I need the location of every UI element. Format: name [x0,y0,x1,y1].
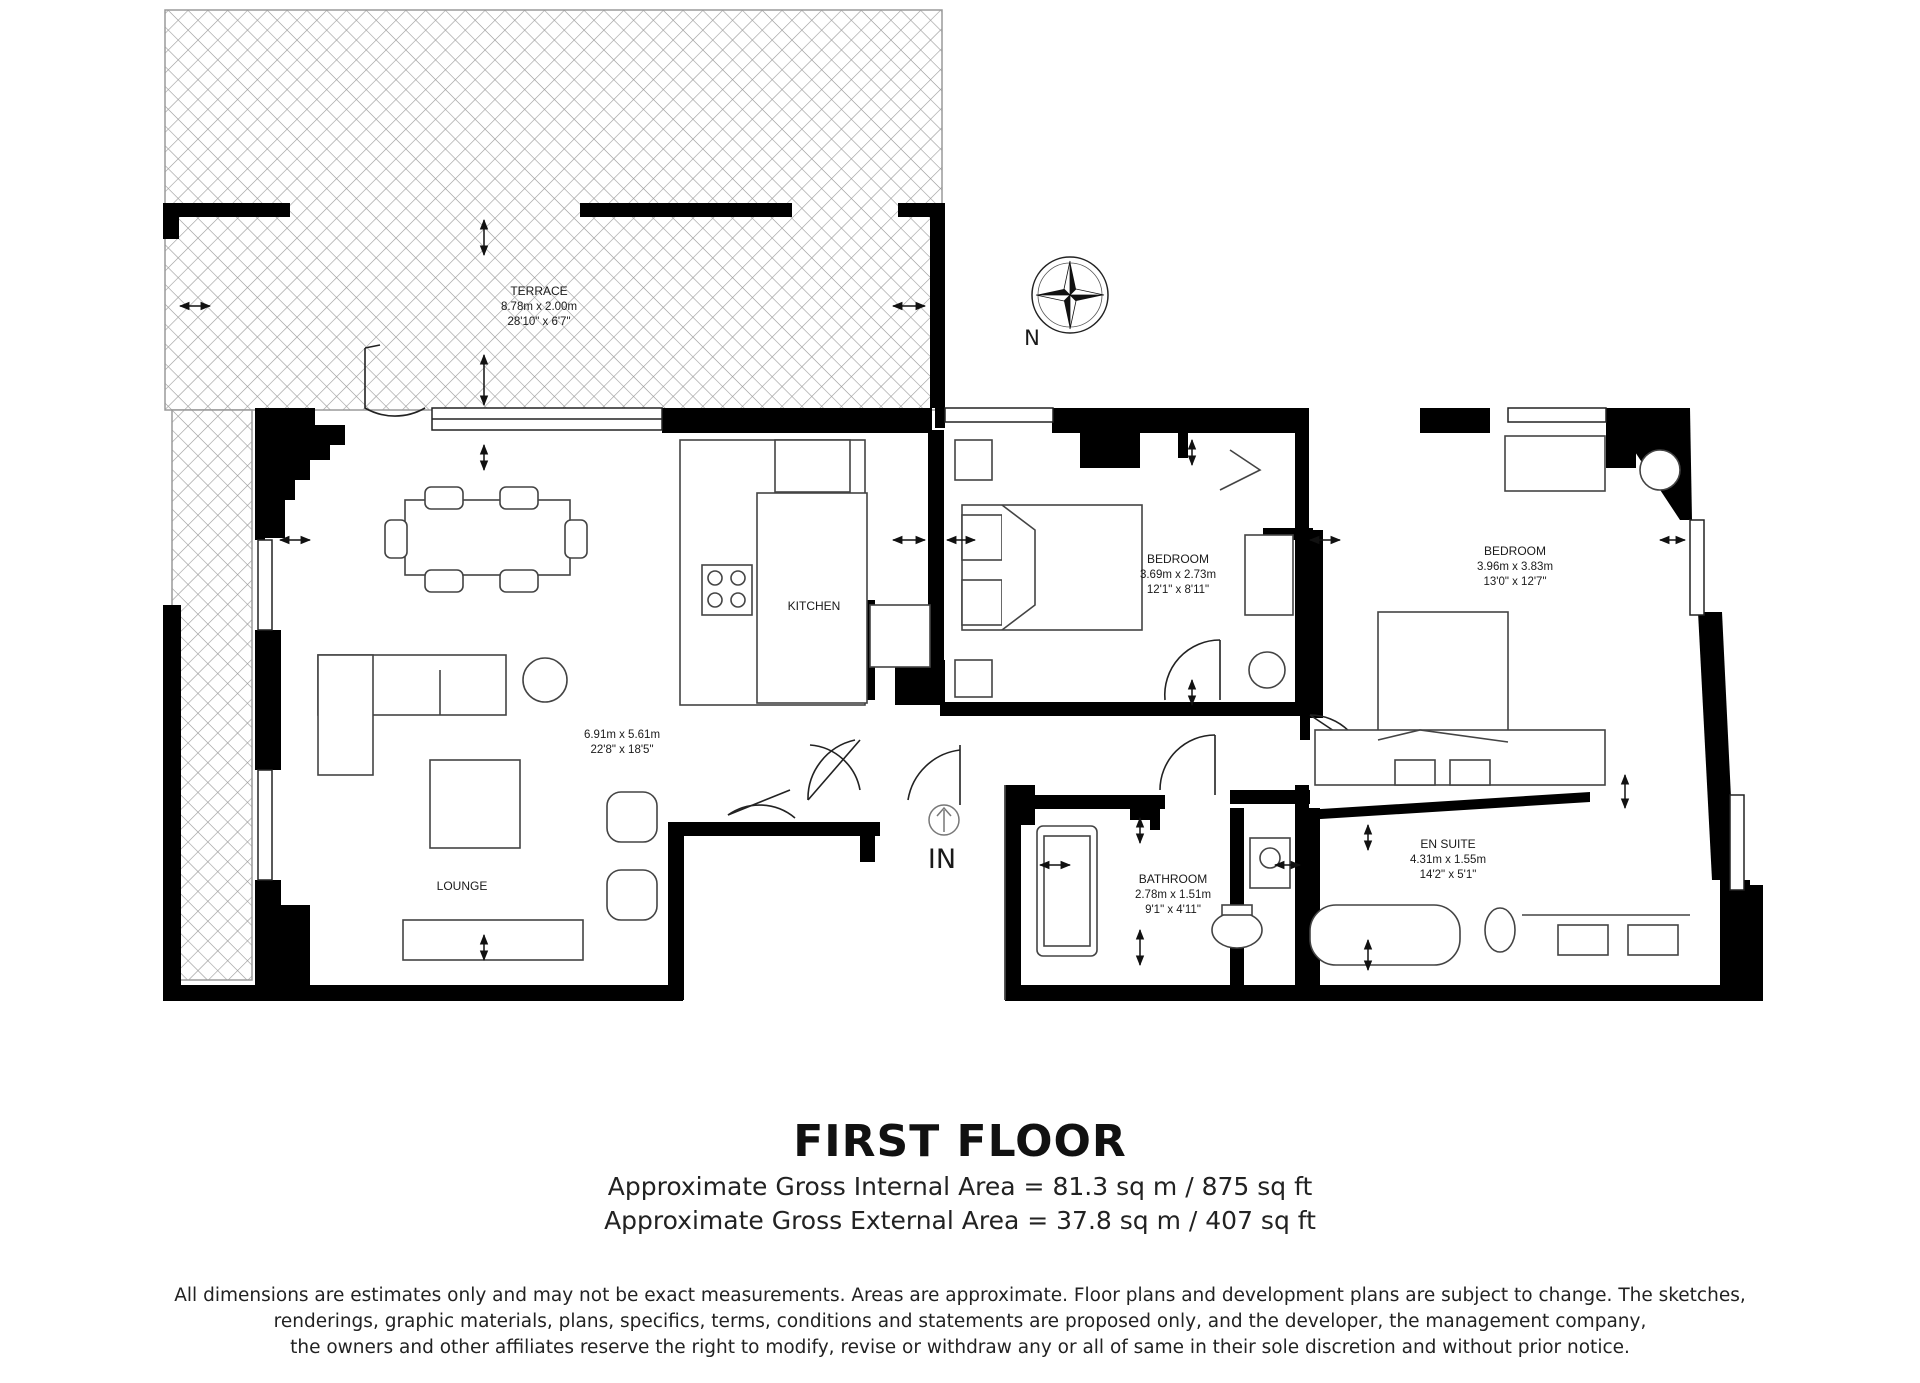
floor-title: FIRST FLOOR [793,1116,1127,1167]
walls [163,203,1763,1001]
compass-rose-icon [1031,256,1109,334]
lounge-metric: 6.91m x 5.61m [584,729,660,741]
bedroom-1-metric: 3.69m x 2.73m [1140,569,1216,581]
compass-north-label: N [1024,326,1040,350]
lounge-label: LOUNGE [437,879,488,893]
terrace-metric: 8.78m x 2.00m [501,301,577,313]
bedroom-1-label: BEDROOM [1147,552,1209,566]
bedroom-2-imperial: 13'0" x 12'7" [1483,576,1546,588]
bedroom-1-imperial: 12'1" x 8'11" [1147,584,1209,596]
windows [257,407,1745,891]
furniture [317,435,1690,966]
en-suite-imperial: 14'2" x 5'1" [1420,869,1477,881]
gross-internal-area: Approximate Gross Internal Area = 81.3 s… [607,1172,1313,1201]
en-suite-metric: 4.31m x 1.55m [1410,854,1486,866]
disclaimer: All dimensions are estimates only and ma… [30,1283,1890,1361]
lounge-imperial: 22'8" x 18'5" [590,744,653,756]
entrance-label: IN [928,844,956,875]
disclaimer-line-1: All dimensions are estimates only and ma… [174,1285,1746,1306]
bedroom-2-label: BEDROOM [1484,544,1546,558]
kitchen-label: KITCHEN [788,599,841,613]
bathroom-metric: 2.78m x 1.51m [1135,889,1211,901]
gross-external-area: Approximate Gross External Area = 37.8 s… [604,1206,1316,1235]
disclaimer-line-2: renderings, graphic materials, plans, sp… [273,1311,1647,1332]
terrace-imperial: 28'10" x 6'7" [507,316,570,328]
entrance-arrow-icon [928,804,960,836]
terrace-label: TERRACE [510,284,567,298]
floor-plan: N TERRACE 8.78m x 2.00m 28'10" x 6'7" KI… [163,9,1763,1001]
terrace-area [164,9,943,981]
en-suite-label: EN SUITE [1420,837,1475,851]
bathroom-imperial: 9'1" x 4'11" [1145,904,1201,916]
bathroom-label: BATHROOM [1139,872,1207,886]
disclaimer-line-3: the owners and other affiliates reserve … [290,1337,1630,1358]
dimension-arrow-icon [178,218,1687,972]
bedroom-2-metric: 3.96m x 3.83m [1477,561,1553,573]
